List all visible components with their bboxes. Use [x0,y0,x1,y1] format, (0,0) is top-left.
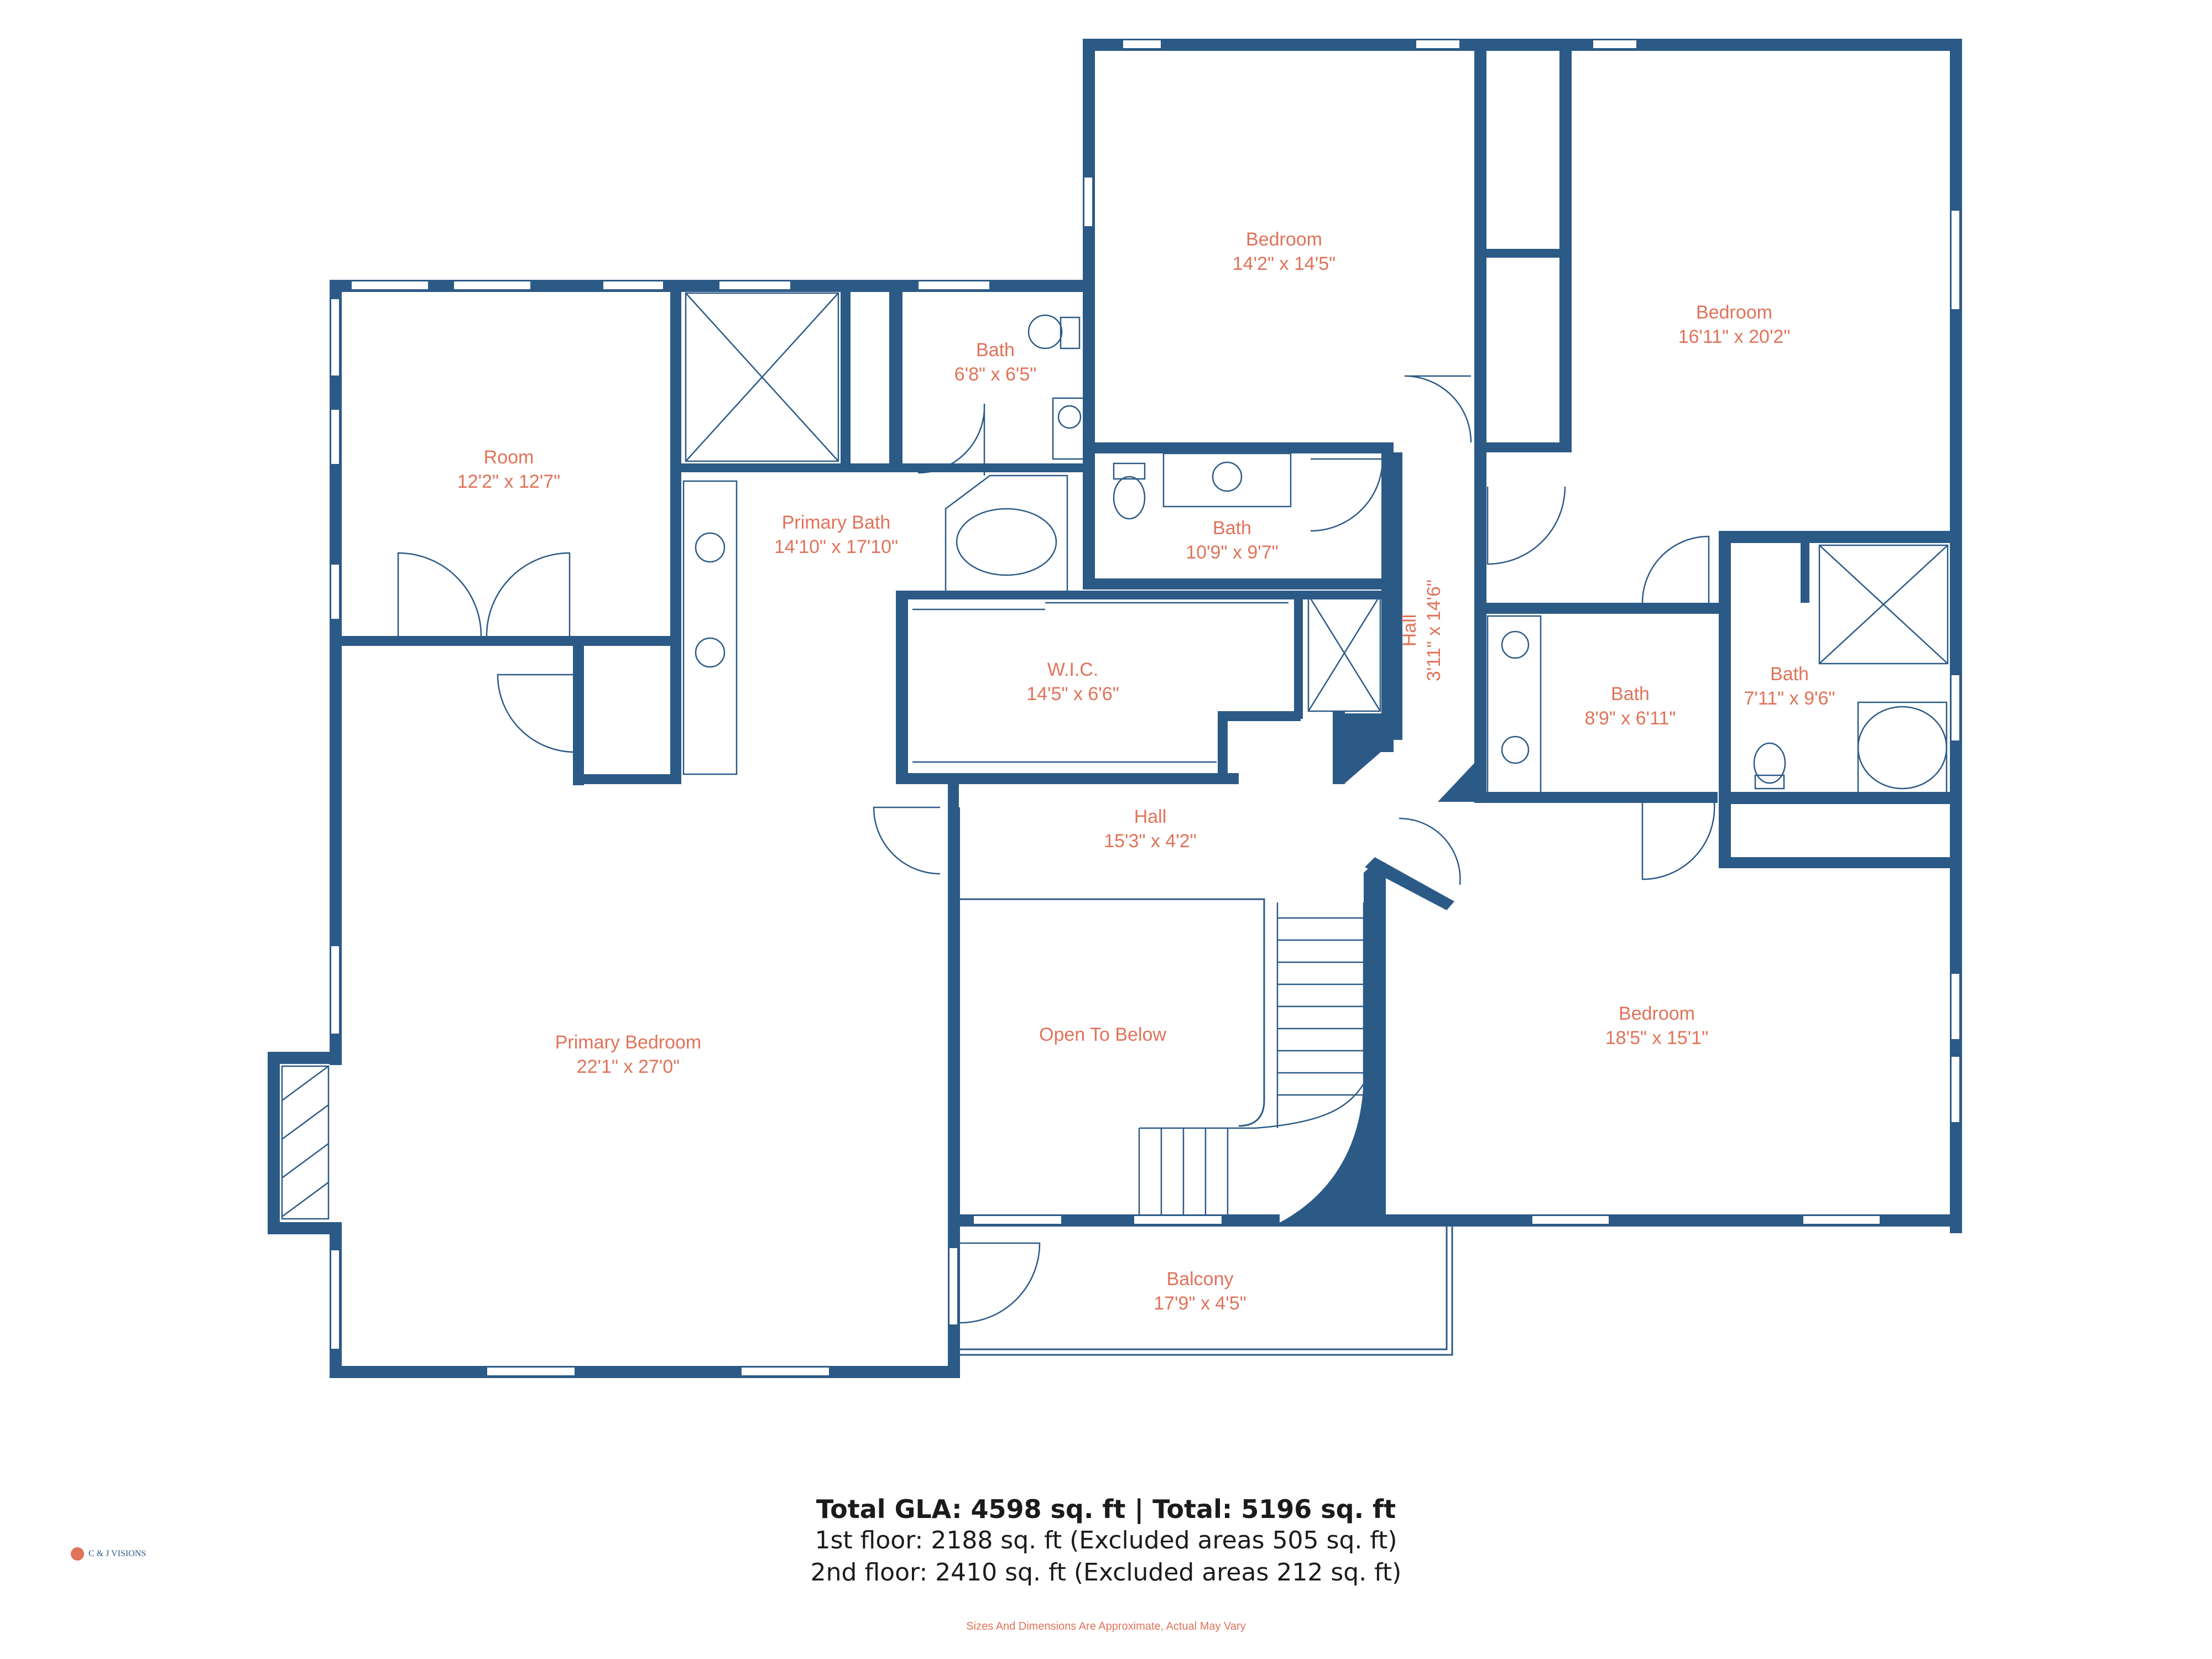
doors [397,375,1715,1324]
room-dim-bath-far-right: 7'11" x 9'6" [1744,688,1835,709]
room-label-bath-small: Bath [976,340,1015,361]
room-dim-hall-vertical: 3'11" x 14'6" [1423,580,1444,681]
total-area-summary: Total GLA: 4598 sq. ft | Total: 5196 sq.… [816,1494,1396,1524]
room-label-bedroom-top: Bedroom [1246,229,1322,250]
disclaimer: Sizes And Dimensions Are Approximate, Ac… [966,1620,1246,1632]
logo: C & J VISIONS [71,1547,146,1561]
room-dim-primary-bath: 14'10" x 17'10" [774,536,898,557]
room-labels: Room 12'2" x 12'7" Primary Bath 14'10" x… [457,229,1835,1314]
room-label-bath-far-right: Bath [1770,664,1809,685]
windows [330,39,1960,1376]
staircase [1138,902,1365,1214]
first-floor-summary: 1st floor: 2188 sq. ft (Excluded areas 5… [815,1526,1397,1554]
room-dim-bath-small: 6'8" x 6'5" [954,364,1037,385]
logo-mark-icon [71,1547,84,1561]
room-dim-bedroom-right: 16'11" x 20'2" [1678,326,1791,347]
room-dim-balcony: 17'9" x 4'5" [1154,1293,1246,1314]
room-label-bedroom-right: Bedroom [1696,302,1772,323]
room-label-hall: Hall [1134,806,1167,827]
room-label-bath-right: Bath [1611,684,1650,705]
room-dim-primary-bedroom: 22'1" x 27'0" [577,1056,680,1077]
logo-text: C & J VISIONS [88,1549,147,1558]
room-dim-bedroom-bottom: 18'5" x 15'1" [1605,1027,1708,1048]
room-label-balcony: Balcony [1167,1269,1234,1290]
second-floor-summary: 2nd floor: 2410 sq. ft (Excluded areas 2… [810,1558,1402,1587]
room-label-open-to-below: Open To Below [1039,1024,1166,1045]
room-dim-bedroom-top: 14'2" x 14'5" [1233,253,1335,274]
room-label-bedroom-bottom: Bedroom [1619,1003,1695,1024]
room-dim-room: 12'2" x 12'7" [457,471,560,492]
room-label-primary-bath: Primary Bath [782,512,891,533]
room-label-hall-vertical: Hall [1399,614,1420,647]
room-dim-wic: 14'5" x 6'6" [1026,684,1119,705]
room-dim-hall: 15'3" x 4'2" [1104,831,1197,852]
room-label-room: Room [484,447,534,468]
fixtures [281,292,1949,1356]
room-dim-bath-right: 8'9" x 6'11" [1584,708,1676,729]
room-label-bath-middle: Bath [1213,518,1251,539]
room-label-primary-bedroom: Primary Bedroom [555,1032,702,1053]
room-dim-bath-middle: 10'9" x 9'7" [1186,542,1279,563]
room-label-wic: W.I.C. [1047,659,1099,680]
walls [268,39,1962,1378]
